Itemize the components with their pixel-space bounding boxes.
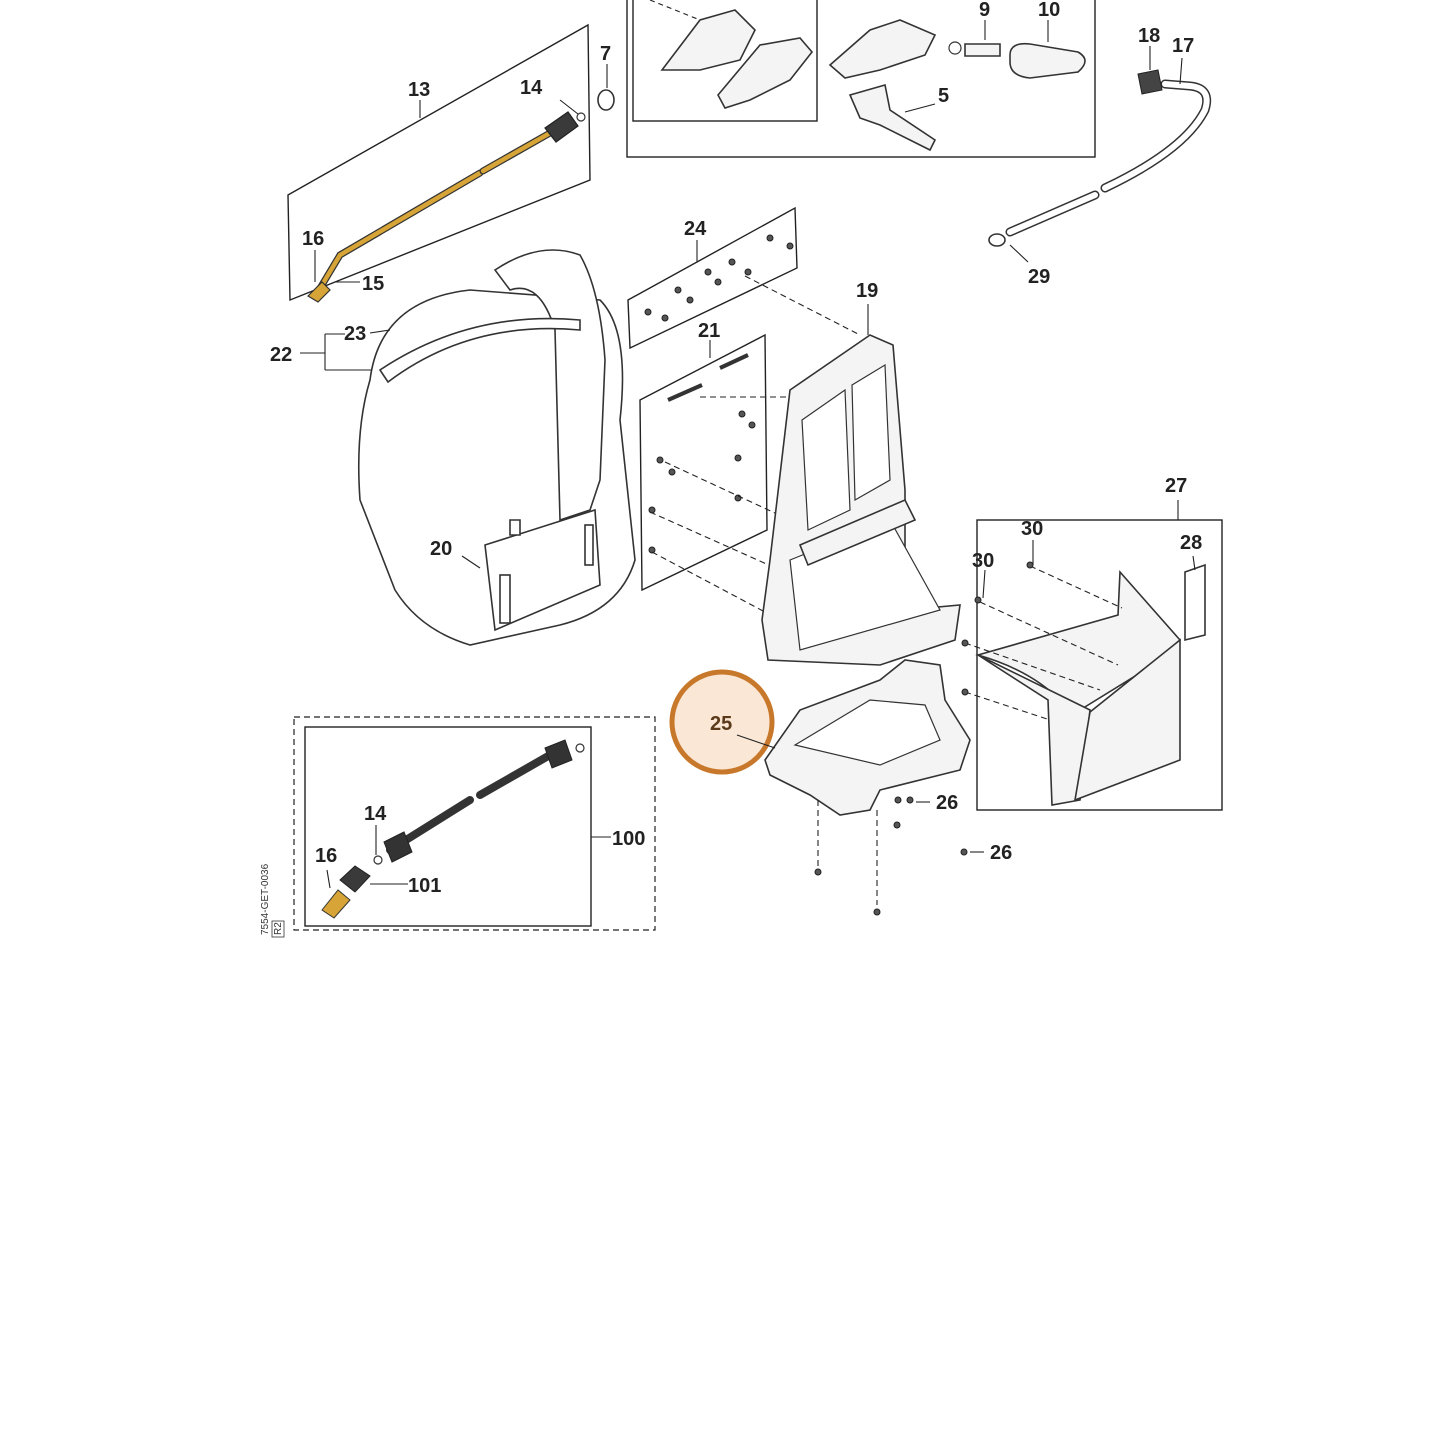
lance-assembly-group xyxy=(287,23,591,303)
callout-30a: 30 xyxy=(1021,518,1043,540)
callout-26a: 26 xyxy=(936,792,958,814)
elbow-101 xyxy=(339,865,371,893)
callout-23: 23 xyxy=(344,323,366,345)
hose-nut-18 xyxy=(1137,69,1163,95)
callout-16b: 16 xyxy=(315,845,337,867)
callout-7: 7 xyxy=(600,43,611,65)
callout-25[interactable]: 25 xyxy=(710,713,732,735)
callout-labels: 5 7 9 10 13 14 14 15 16 16 17 18 19 20 2… xyxy=(270,0,1202,897)
label-28 xyxy=(1184,563,1206,642)
nozzle-16-dark xyxy=(321,889,351,919)
nozzle-16 xyxy=(307,281,331,303)
callout-101: 101 xyxy=(408,875,441,897)
assembly-dash-lines xyxy=(649,396,791,621)
highlight-circle[interactable] xyxy=(669,669,775,775)
callout-28: 28 xyxy=(1180,532,1202,554)
lance-tube xyxy=(313,170,483,298)
hose-17 xyxy=(1102,81,1210,191)
valve-body xyxy=(828,19,937,79)
callout-22: 22 xyxy=(270,344,292,366)
callout-18: 18 xyxy=(1138,25,1160,47)
callout-19: 19 xyxy=(856,280,878,302)
drawing-code-text: 7554-GET-0036 xyxy=(260,863,271,935)
callout-16a: 16 xyxy=(302,228,324,250)
cover-27 xyxy=(961,500,1223,811)
hose-clip-29 xyxy=(988,233,1006,247)
callout-20: 20 xyxy=(430,538,452,560)
callout-21: 21 xyxy=(698,320,720,342)
callout-15: 15 xyxy=(362,273,384,295)
optional-lance-group xyxy=(293,716,656,931)
callout-24: 24 xyxy=(684,218,707,240)
handle-shell-left xyxy=(660,9,756,71)
grip-part-10 xyxy=(1009,42,1086,79)
spring-part-9 xyxy=(964,43,1001,57)
drawing-code-tag: R2 xyxy=(271,920,285,938)
callout-10: 10 xyxy=(1038,0,1060,21)
callout-100: 100 xyxy=(612,828,645,850)
callout-9: 9 xyxy=(979,0,990,21)
backpack-harness xyxy=(300,249,636,646)
clamp-7 xyxy=(597,89,615,111)
callout-26b: 26 xyxy=(990,842,1012,864)
lance-assembly-frame xyxy=(287,23,591,302)
trigger-lever-5 xyxy=(848,83,937,152)
callout-30b: 30 xyxy=(972,550,994,572)
callout-27: 27 xyxy=(1165,475,1187,497)
handle-inner-frame xyxy=(632,0,818,122)
handle-assembly-group xyxy=(626,0,1096,158)
callout-13: 13 xyxy=(408,79,430,101)
handle-assembly-frame xyxy=(626,0,1096,158)
handle-shell-right xyxy=(717,37,814,109)
callout-14a: 14 xyxy=(520,77,543,99)
drawing-code: 7554-GET-0036 xyxy=(260,863,271,935)
callout-5: 5 xyxy=(938,85,949,107)
screw-kit-24 xyxy=(627,206,798,350)
backplate-frame-19 xyxy=(761,304,961,666)
pad-kit-21 xyxy=(639,333,768,592)
lance-nut-14-dark xyxy=(544,739,573,769)
drawing-code-tag-text: R2 xyxy=(273,922,284,935)
callout-17: 17 xyxy=(1172,35,1194,57)
hose-group xyxy=(988,46,1212,263)
callout-14b: 14 xyxy=(364,803,387,825)
lance-nut-14 xyxy=(544,111,579,143)
base-tray-25 xyxy=(764,659,984,916)
callout-29: 29 xyxy=(1028,266,1050,288)
